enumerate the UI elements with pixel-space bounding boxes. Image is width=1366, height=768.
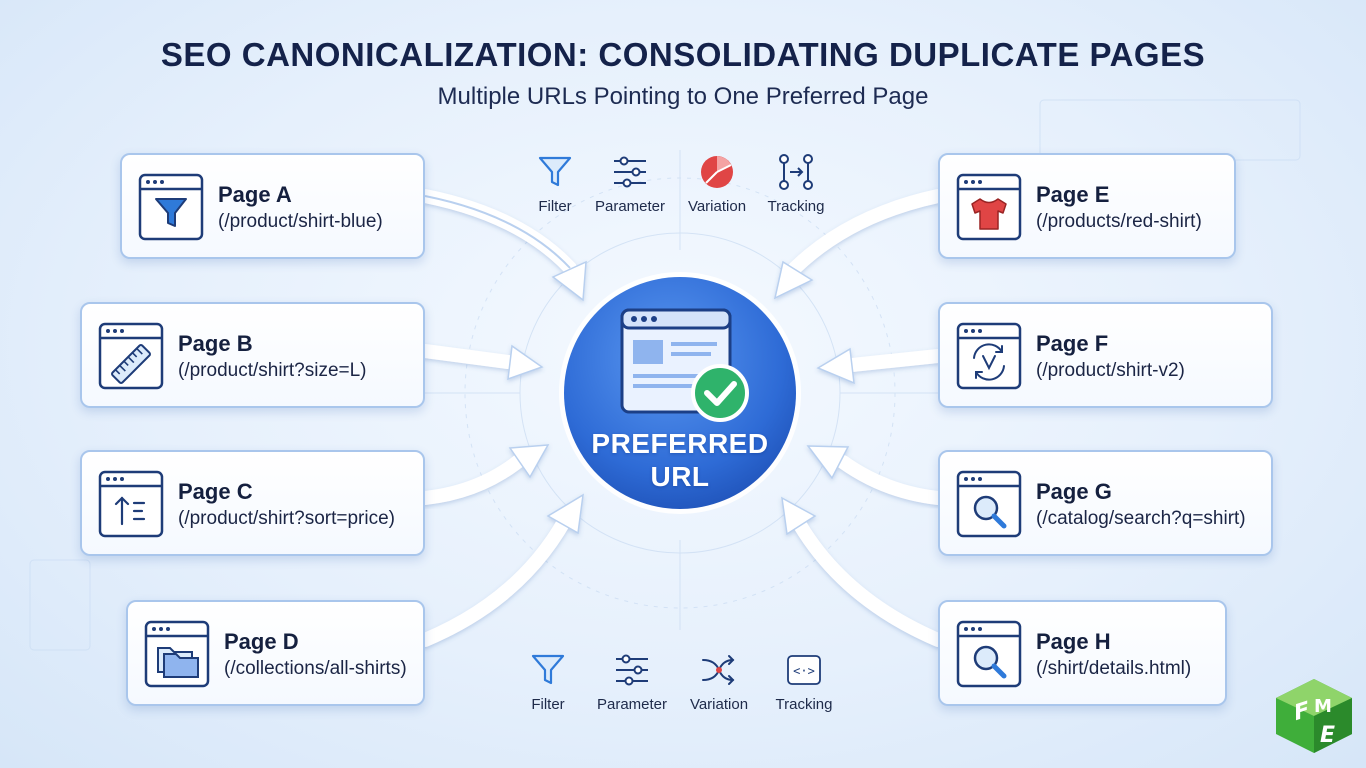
background-grid	[29, 99, 1301, 651]
page-title-b: Page B	[178, 331, 253, 356]
shuffle-icon	[702, 655, 735, 685]
svg-text:M: M	[1314, 696, 1332, 717]
page-card-c[interactable]: Page C (/product/shirt?sort=price)	[80, 450, 425, 556]
page-url-e: (/products/red-shirt)	[1036, 211, 1202, 232]
version-cycle-icon	[956, 322, 1022, 390]
page-title-c: Page C	[178, 479, 253, 504]
svg-text:<·>: <·>	[793, 664, 815, 678]
sliders-icon	[616, 654, 648, 686]
checkmark-icon	[691, 364, 749, 422]
tshirt-icon	[956, 173, 1022, 241]
page-card-g[interactable]: Page G (/catalog/search?q=shirt)	[938, 450, 1273, 556]
arrow-page-c	[418, 444, 550, 505]
page-card-h[interactable]: Page H (/shirt/details.html)	[938, 600, 1227, 706]
pie-chart-icon	[701, 156, 733, 188]
arrow-page-e	[773, 189, 945, 300]
hub-label-line1: PREFERRED	[591, 428, 769, 459]
page-title: SEO CANONICALIZATION: CONSOLIDATING DUPL…	[160, 36, 1206, 73]
tag-variation-top: Variation	[687, 198, 747, 215]
tag-tracking-top: Tracking	[767, 198, 825, 215]
tag-filter-top: Filter	[538, 198, 572, 215]
search-icon	[956, 620, 1022, 688]
sliders-icon	[614, 156, 646, 188]
page-card-b[interactable]: Page B (/product/shirt?size=L)	[80, 302, 425, 408]
page-title-g: Page G	[1036, 479, 1112, 504]
page-url-c: (/product/shirt?sort=price)	[178, 508, 395, 529]
page-card-d[interactable]: Page D (/collections/all-shirts)	[126, 600, 425, 706]
tag-variation-bottom: Variation	[689, 696, 749, 713]
fme-logo: F M E	[1276, 679, 1352, 753]
page-title-e: Page E	[1036, 182, 1110, 207]
folder-icon	[144, 620, 210, 688]
ruler-icon	[98, 322, 164, 390]
arrow-page-d	[418, 493, 584, 647]
page-card-e[interactable]: Page E (/products/red-shirt)	[938, 153, 1236, 259]
flow-icon	[779, 154, 813, 190]
arrow-page-a	[418, 189, 587, 302]
page-url-f: (/product/shirt-v2)	[1036, 360, 1185, 381]
tag-tracking-bottom: Tracking	[775, 696, 833, 713]
tag-filter-bottom: Filter	[531, 696, 565, 713]
page-title-h: Page H	[1036, 629, 1111, 654]
page-card-f[interactable]: Page F (/product/shirt-v2)	[938, 302, 1273, 408]
page-url-g: (/catalog/search?q=shirt)	[1036, 508, 1246, 529]
arrow-page-f	[816, 347, 945, 385]
funnel-icon	[138, 173, 204, 241]
page-title-a: Page A	[218, 182, 292, 207]
svg-text:F: F	[1294, 696, 1309, 726]
tag-parameter-top: Parameter	[594, 198, 666, 215]
arrow-page-g	[806, 445, 945, 505]
code-brackets-icon: <·>	[787, 655, 821, 685]
page-url-a: (/product/shirt-blue)	[218, 211, 383, 232]
funnel-icon	[538, 156, 572, 187]
tag-parameter-bottom: Parameter	[596, 696, 668, 713]
page-url-d: (/collections/all-shirts)	[224, 658, 407, 679]
svg-text:E: E	[1320, 723, 1335, 748]
page-url-b: (/product/shirt?size=L)	[178, 360, 367, 381]
page-title-d: Page D	[224, 629, 299, 654]
sort-icon	[98, 470, 164, 538]
arrow-page-b	[418, 344, 544, 381]
arrow-page-h	[781, 496, 945, 647]
search-icon	[956, 470, 1022, 538]
preferred-url-hub	[559, 272, 801, 514]
page-url-h: (/shirt/details.html)	[1036, 658, 1192, 679]
page-card-a[interactable]: Page A (/product/shirt-blue)	[120, 153, 425, 259]
hub-label-line2: URL	[650, 461, 710, 492]
page-title-f: Page F	[1036, 331, 1109, 356]
page-subtitle: Multiple URLs Pointing to One Preferred …	[437, 83, 929, 110]
funnel-icon	[531, 654, 565, 685]
